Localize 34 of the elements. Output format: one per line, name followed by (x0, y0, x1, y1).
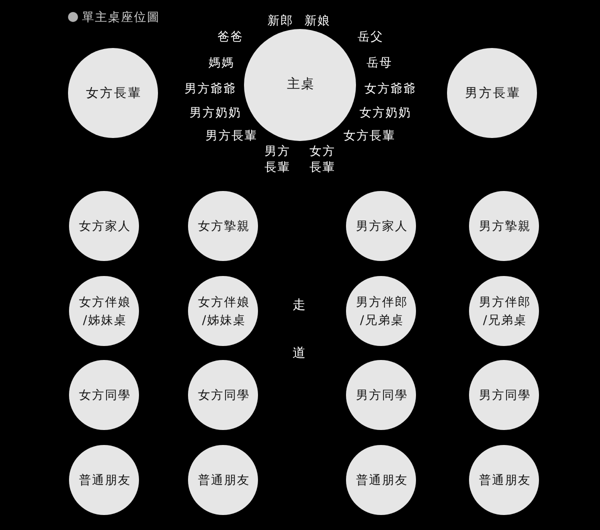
table-circle: 女方家人 (69, 191, 139, 261)
table-circle: 女方同學 (69, 360, 139, 430)
table-circle: 普通朋友 (469, 445, 539, 515)
table-circle: 女方同學 (188, 360, 258, 430)
seat-label: 媽媽 (208, 56, 234, 70)
table-circle: 男方伴郎/兄弟桌 (469, 276, 539, 346)
seat-label: 岳母 (366, 56, 392, 70)
aisle-label: 走道 (292, 298, 306, 361)
table-circle: 普通朋友 (346, 445, 416, 515)
seat-label: 男方奶奶 (188, 106, 242, 120)
seat-label: 岳父 (356, 30, 384, 44)
seat-label: 男方爺爺 (184, 82, 236, 96)
table-circle: 男方伴郎/兄弟桌 (346, 276, 416, 346)
seat-label: 女方爺爺 (364, 82, 416, 96)
table-circle: 普通朋友 (69, 445, 139, 515)
seat-label: 新郎 (266, 14, 294, 28)
table-circle: 女方摯親 (188, 191, 258, 261)
title: 單主桌座位圖 (82, 9, 160, 25)
seat-label: 女方長輩 (308, 143, 336, 175)
table-circle: 男方同學 (346, 360, 416, 430)
seat-label: 新娘 (304, 14, 330, 28)
seat-label: 男方長輩 (204, 130, 258, 142)
table-circle: 女方長輩 (68, 48, 158, 138)
table-circle: 男方同學 (469, 360, 539, 430)
seat-label: 女方長輩 (342, 130, 396, 142)
table-circle: 女方伴娘/姊妹桌 (188, 276, 258, 346)
seat-label: 爸爸 (216, 30, 244, 44)
seat-label: 男方長輩 (264, 143, 291, 175)
table-circle: 男方長輩 (447, 48, 537, 138)
table-circle: 女方伴娘/姊妹桌 (69, 276, 139, 346)
seat-label: 女方奶奶 (358, 106, 412, 120)
table-circle: 男方家人 (346, 191, 416, 261)
table-circle: 普通朋友 (188, 445, 258, 515)
table-circle: 男方摯親 (469, 191, 539, 261)
